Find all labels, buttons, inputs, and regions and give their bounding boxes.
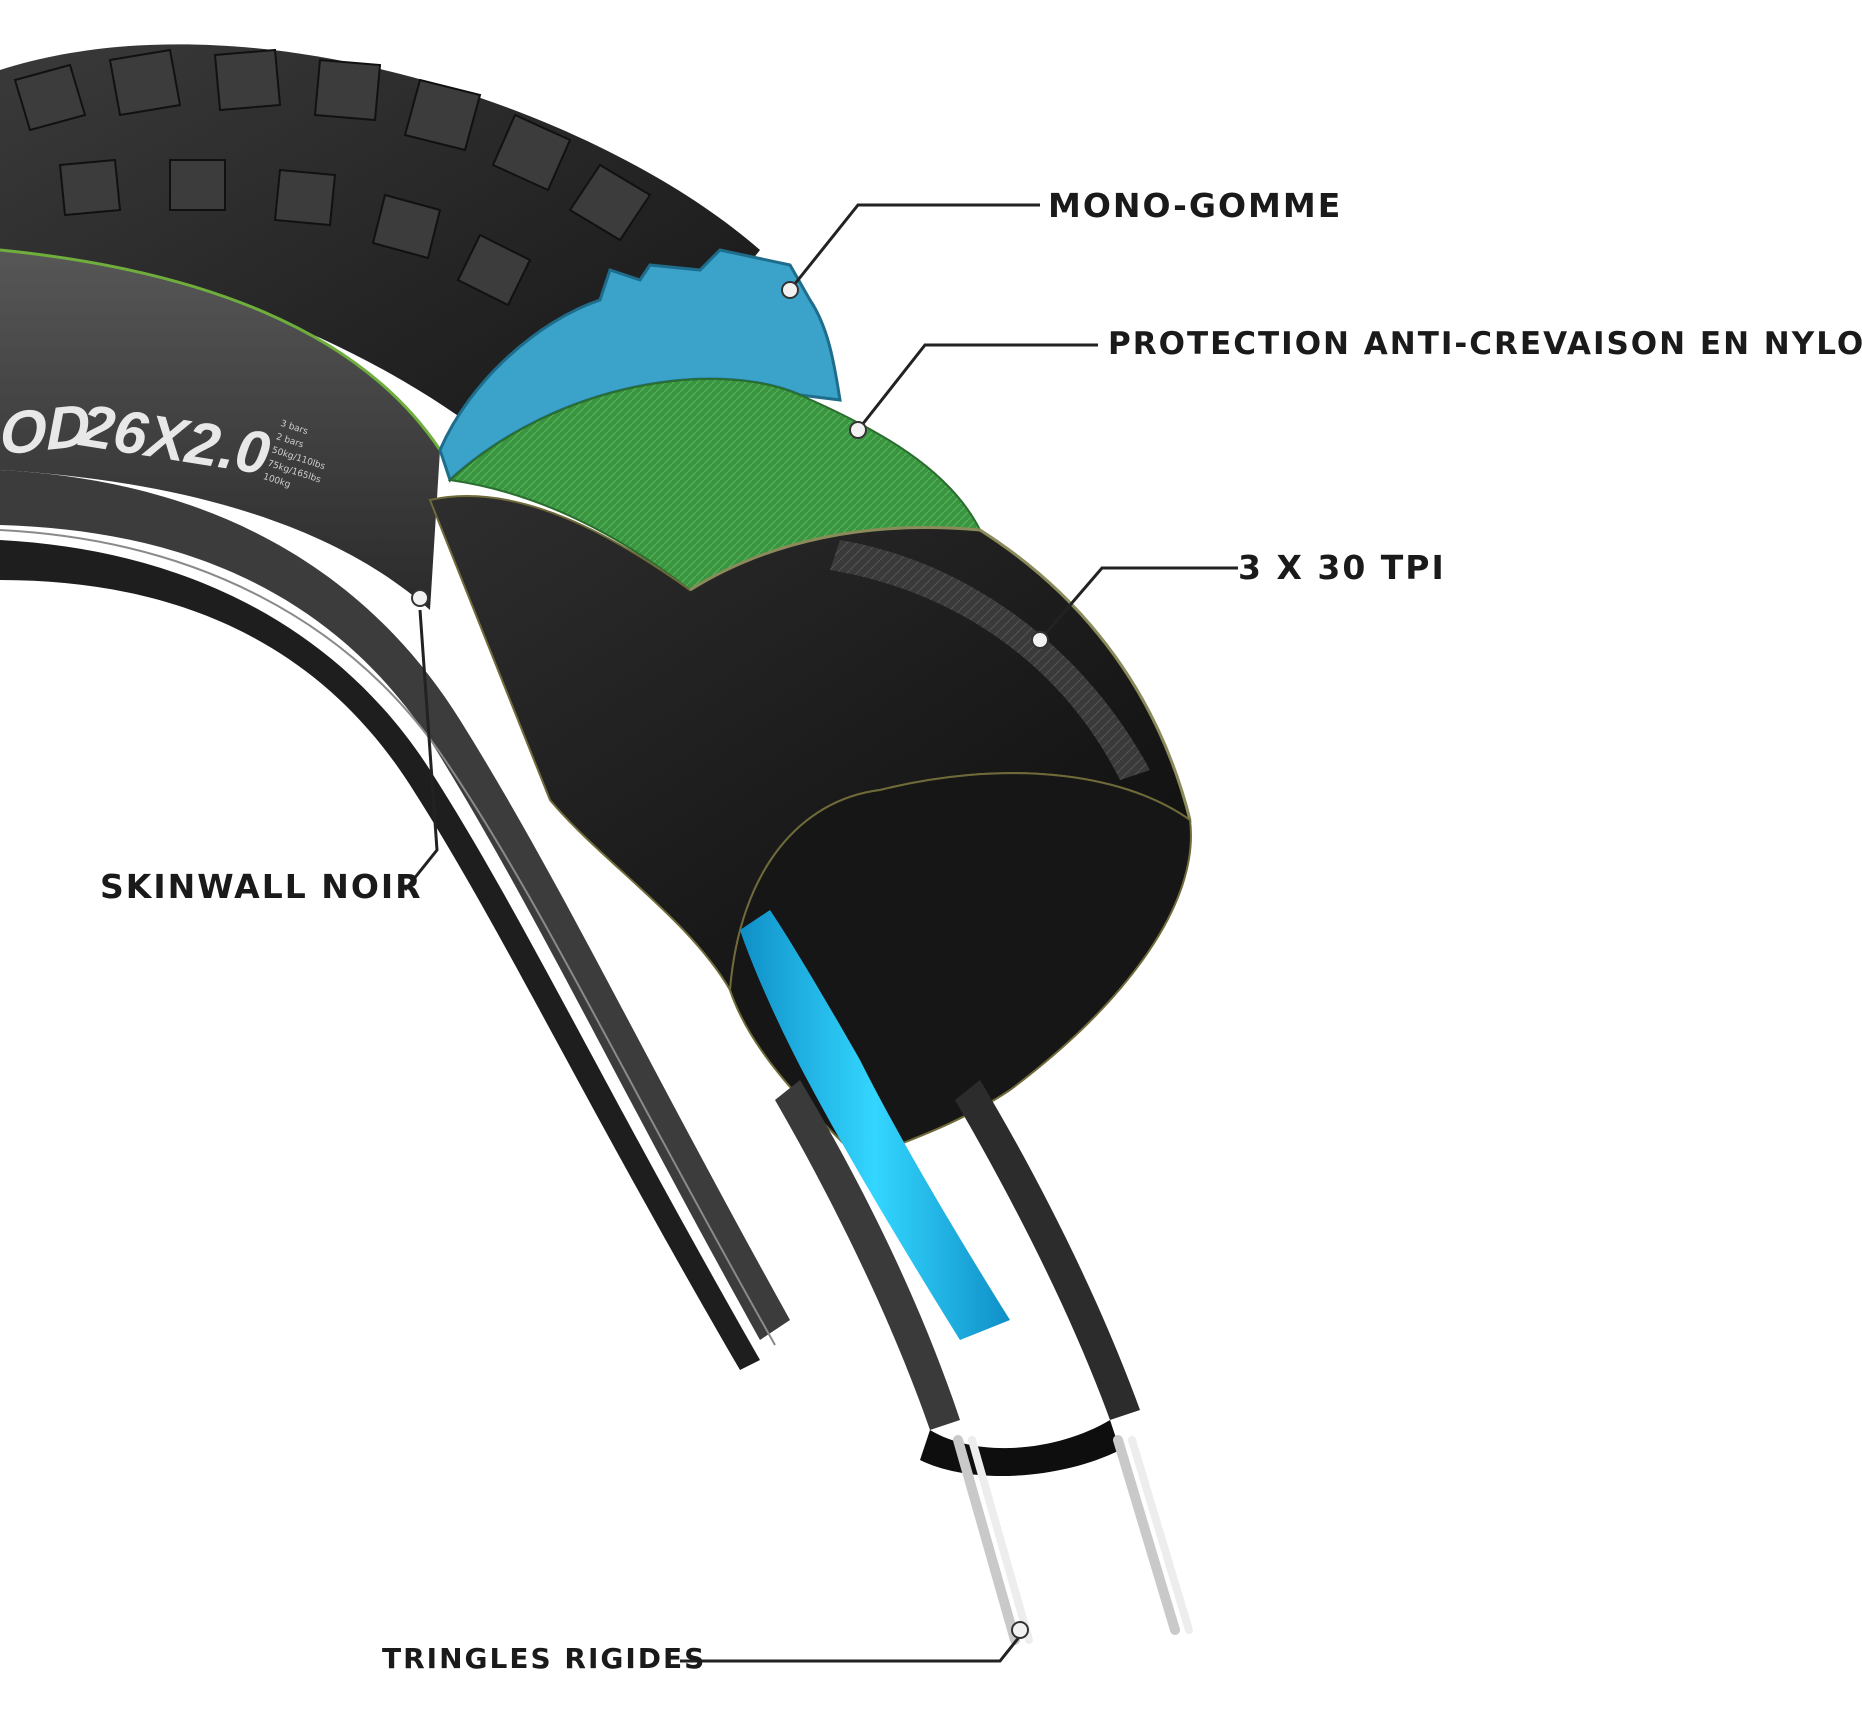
- label-protection: PROTECTION ANTI-CREVAISON EN NYLON: [1108, 326, 1862, 362]
- label-tringles: TRINGLES RIGIDES: [382, 1642, 707, 1675]
- leader-protection: [856, 343, 1098, 431]
- label-mono-gomme: MONO-GOMME: [1048, 186, 1343, 225]
- leader-lines: [403, 203, 1238, 1663]
- leader-skinwall: [403, 609, 439, 891]
- label-skinwall: SKINWALL NOIR: [100, 867, 423, 906]
- rim-edge: [0, 540, 760, 1370]
- bead-channel-right: [955, 1080, 1140, 1420]
- inner-liner: [740, 910, 1010, 1340]
- bead-wires: [953, 1435, 1193, 1645]
- bead-lip: [0, 470, 790, 1340]
- leader-tpi: [1038, 566, 1238, 641]
- sidewall: [0, 250, 440, 610]
- bead-channel-floor: [920, 1420, 1120, 1477]
- leader-mono-gomme: [788, 203, 1040, 291]
- tread-knobs: [13, 48, 652, 307]
- bead-channel-left: [775, 1080, 960, 1430]
- rim-highlight: [0, 529, 776, 1346]
- marker-dots: [411, 281, 1049, 1639]
- label-tpi: 3 X 30 TPI: [1238, 548, 1446, 587]
- casing-fabric-band: [830, 540, 1150, 780]
- leader-tringles: [680, 1635, 1022, 1663]
- casing-curl-outer: [689, 526, 1192, 821]
- sidewall-green-edge: [0, 248, 442, 451]
